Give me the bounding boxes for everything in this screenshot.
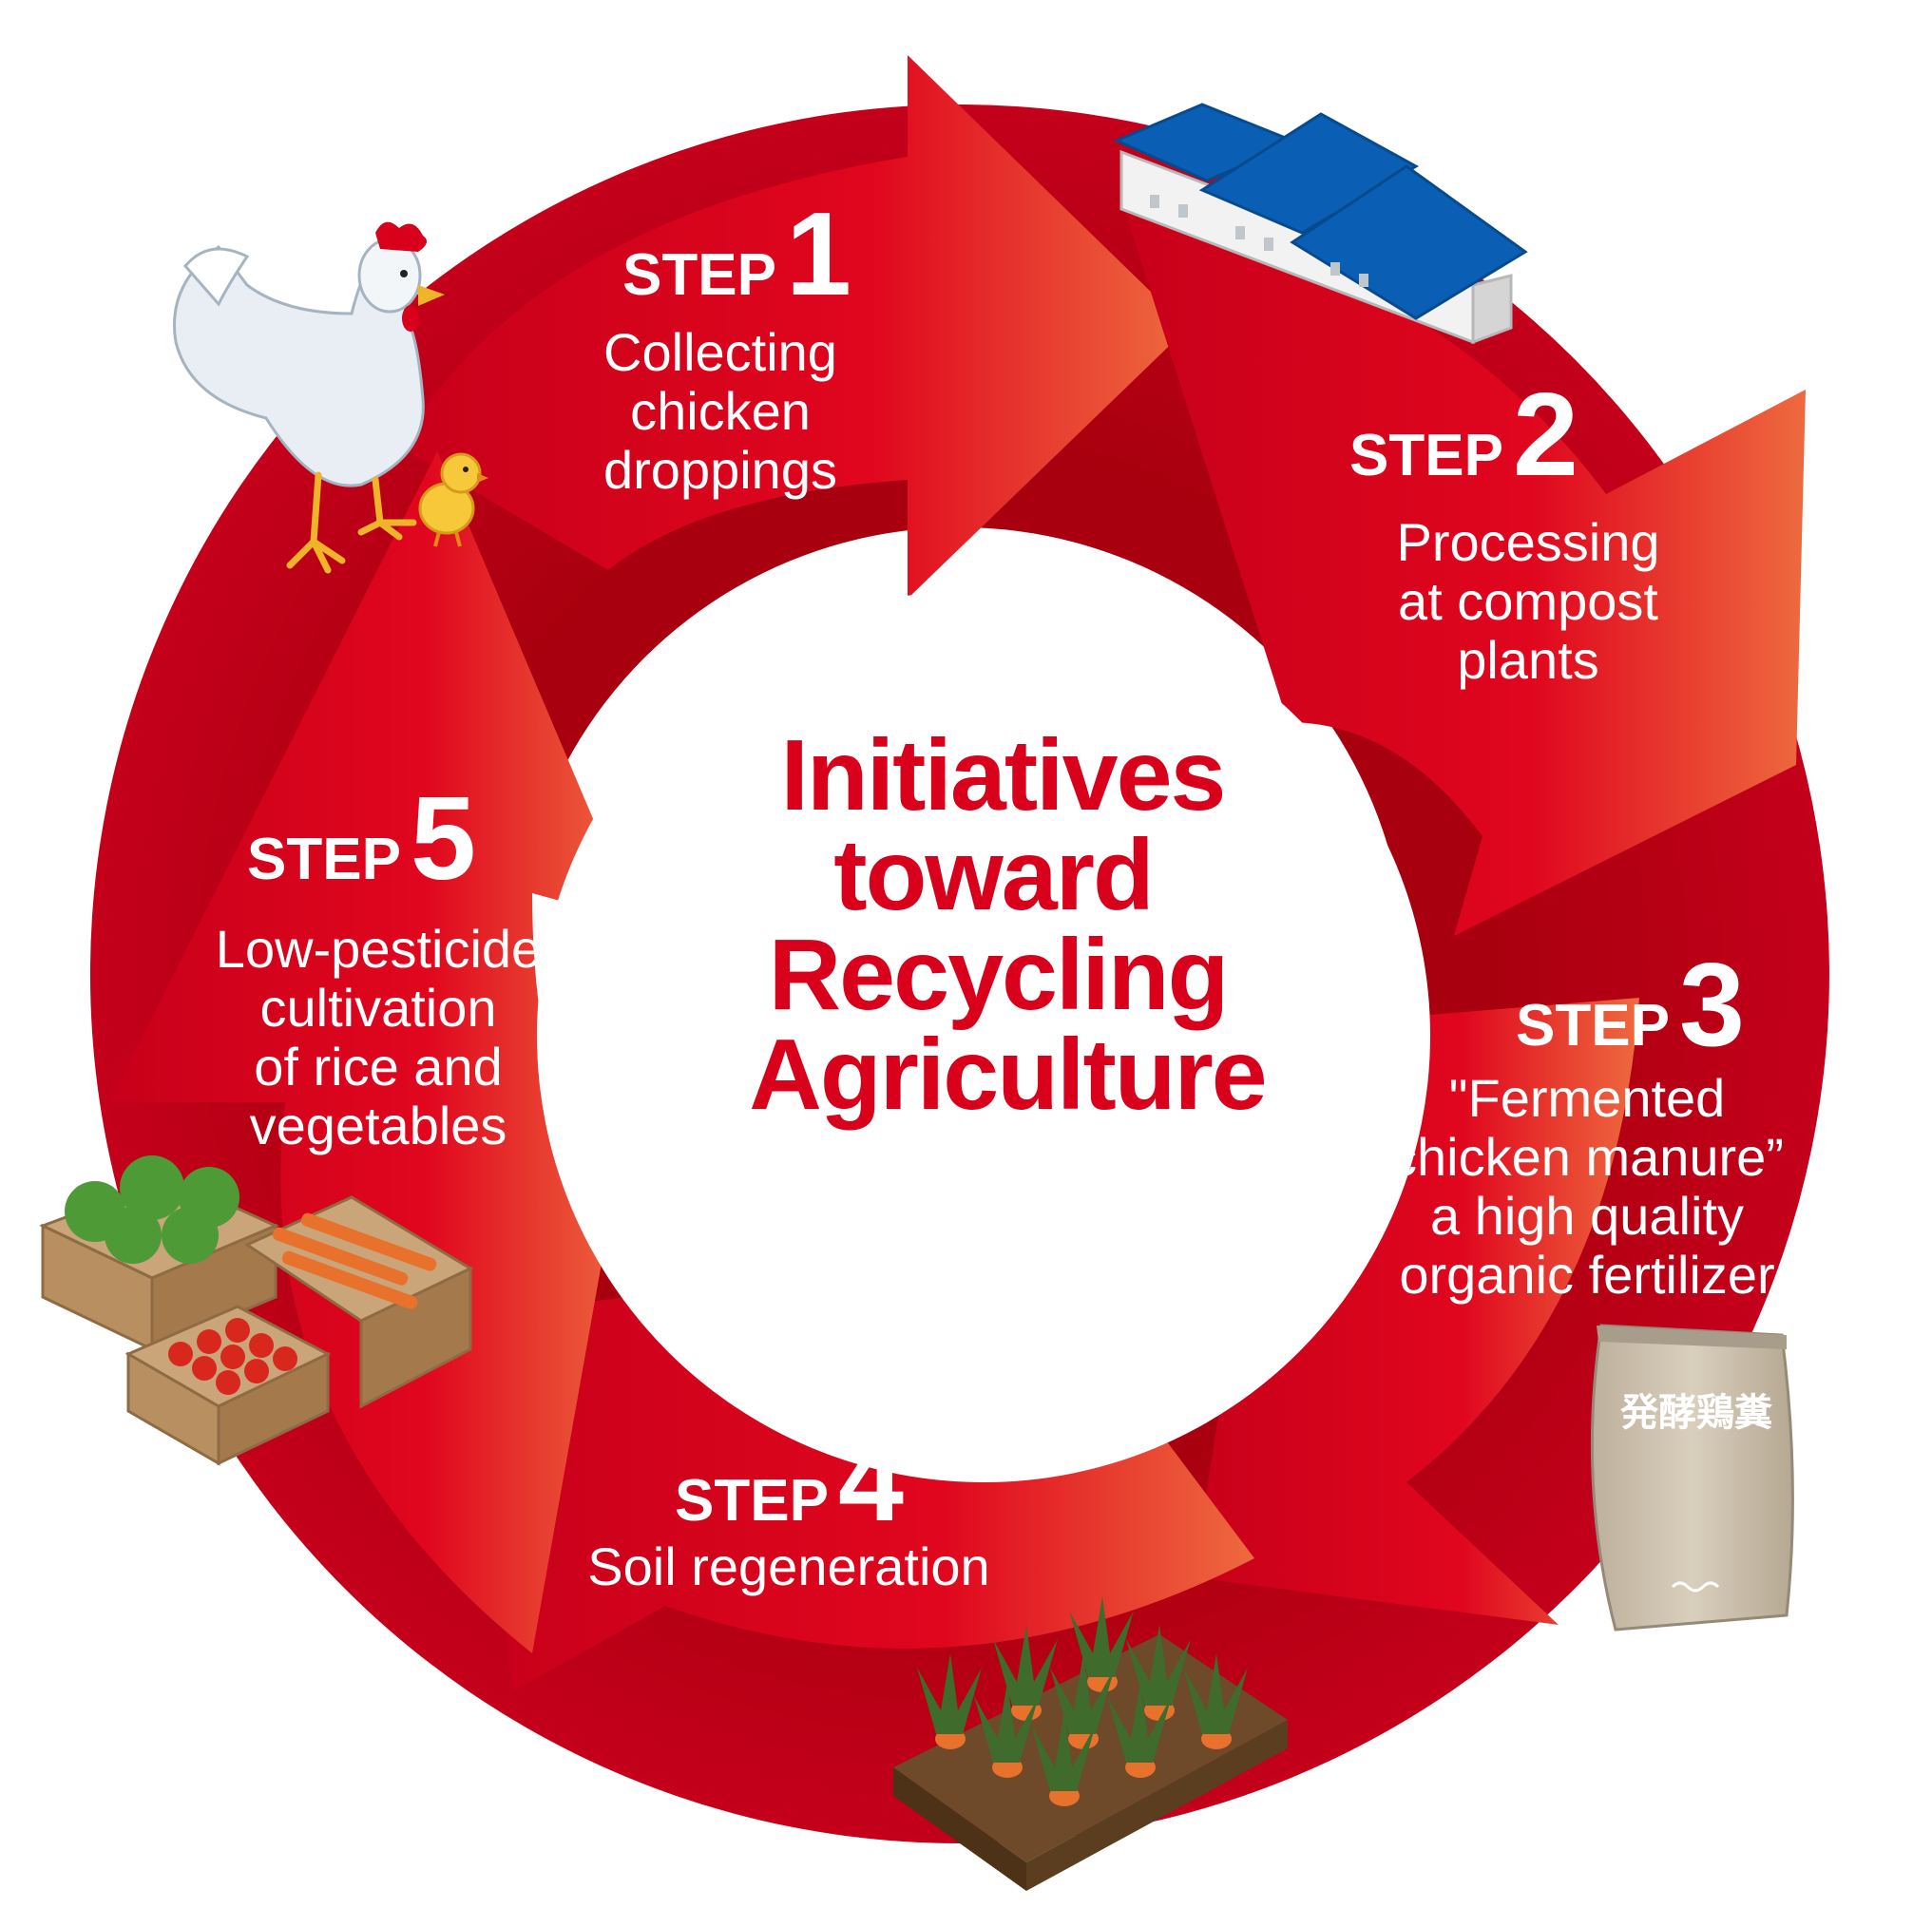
arrow-step-3 bbox=[1193, 998, 1639, 1625]
center-title-line-1: Initiatives bbox=[781, 719, 1225, 831]
step-1-heading: STEP1 bbox=[622, 189, 851, 320]
carrot-field-icon bbox=[893, 1596, 1288, 1891]
step-1: STEP1 Collecting chicken droppings bbox=[603, 189, 851, 500]
step-2-number: 2 bbox=[1513, 370, 1578, 501]
step-5-word: STEP bbox=[247, 827, 401, 892]
step-4-number: 4 bbox=[838, 1415, 904, 1546]
step-5-heading: STEP5 bbox=[247, 773, 476, 905]
center-title-line-4: Agriculture bbox=[749, 1019, 1265, 1131]
step-4-heading: STEP4 bbox=[675, 1415, 904, 1546]
fertilizer-bag-icon: 発酵鶏糞 bbox=[1590, 1324, 1794, 1631]
step-5: STEP5 Low-pesticide cultivation of rice … bbox=[216, 773, 541, 1155]
fertilizer-bag-label: 発酵鶏糞 bbox=[1620, 1392, 1772, 1434]
center-disc bbox=[537, 589, 1430, 1482]
step-5-number: 5 bbox=[411, 773, 476, 905]
step-3-heading: STEP3 bbox=[1516, 940, 1745, 1071]
center-title: Initiatives toward Recycling Agriculture bbox=[749, 719, 1267, 1131]
arrow-step-2 bbox=[1121, 200, 1806, 936]
step-3-number: 3 bbox=[1679, 940, 1745, 1071]
step-4-line-1: Soil regeneration bbox=[587, 1536, 989, 1596]
step-3: STEP3 "Fermented chicken manure” a high … bbox=[1390, 940, 1784, 1305]
step-1-line-1: Collecting bbox=[603, 322, 837, 382]
step-1-line-3: droppings bbox=[603, 440, 837, 500]
step-2-line-3: plants bbox=[1457, 630, 1598, 690]
chick-icon bbox=[418, 452, 488, 547]
compost-plant-icon bbox=[1113, 103, 1528, 345]
step-2-word: STEP bbox=[1349, 423, 1503, 488]
step-5-line-2: cultivation bbox=[259, 978, 496, 1038]
step-2-line-2: at compost bbox=[1398, 571, 1658, 631]
step-3-line-2: chicken manure” bbox=[1390, 1127, 1784, 1187]
step-2-line-1: Processing bbox=[1396, 512, 1659, 572]
step-4: STEP4 Soil regeneration bbox=[587, 1415, 989, 1596]
step-5-line-3: of rice and bbox=[254, 1037, 503, 1097]
center-title-line-2: toward bbox=[833, 819, 1152, 931]
step-3-line-4: organic fertilizer bbox=[1399, 1245, 1774, 1305]
step-3-line-1: "Fermented bbox=[1449, 1068, 1726, 1128]
step-5-line-1: Low-pesticide bbox=[216, 919, 541, 979]
step-3-word: STEP bbox=[1516, 993, 1670, 1059]
center-title-line-3: Recycling bbox=[769, 919, 1228, 1031]
step-1-number: 1 bbox=[786, 189, 851, 320]
step-4-word: STEP bbox=[675, 1468, 829, 1534]
step-5-line-4: vegetables bbox=[250, 1096, 507, 1155]
arrow-step-5 bbox=[109, 451, 637, 1653]
hen-icon bbox=[172, 221, 445, 574]
step-2-heading: STEP2 bbox=[1349, 370, 1578, 501]
step-3-line-3: a high quality bbox=[1430, 1186, 1744, 1246]
step-2: STEP2 Processing at compost plants bbox=[1349, 370, 1660, 690]
vegetable-crates-icon bbox=[39, 1155, 474, 1466]
step-1-line-2: chicken bbox=[630, 381, 811, 441]
step-1-word: STEP bbox=[622, 242, 776, 308]
arrow-step-1 bbox=[399, 55, 1188, 599]
